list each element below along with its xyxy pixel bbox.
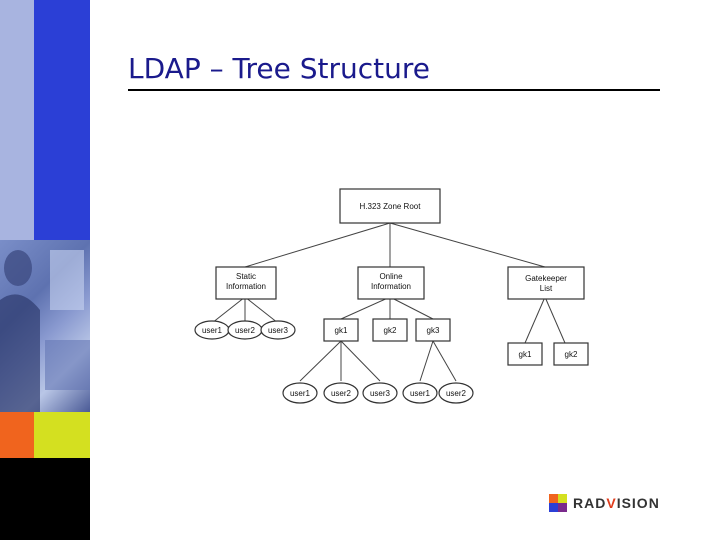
gk1-user-node: user2: [323, 382, 359, 404]
logo-text-part1: RAD: [573, 495, 607, 511]
static-information-label-line1: Static: [236, 272, 256, 281]
static-user-node: user1: [194, 320, 230, 340]
logo-text-accent: V: [606, 495, 617, 511]
strip-blue-block: [34, 0, 90, 240]
strip-black-block: [0, 458, 90, 540]
online-information-label-line1: Online: [379, 272, 403, 281]
radvision-logo-text: RADVISION: [573, 495, 660, 511]
gatekeeper-list-label-line2: List: [540, 284, 553, 293]
static-user-node: user2: [227, 320, 263, 340]
radvision-logo-mark-icon: [549, 494, 567, 512]
online-gk-label: gk2: [384, 326, 397, 335]
photo-person-silhouette-icon: [0, 250, 90, 412]
list-gk-node: gk2: [553, 342, 589, 366]
gk3-user-node: user1: [402, 382, 438, 404]
root-node: H.323 Zone Root: [339, 188, 441, 224]
left-decorative-strip: [0, 0, 90, 540]
logo-text-part3: ISION: [616, 495, 660, 511]
list-gk-node: gk1: [507, 342, 543, 366]
strip-photo-image: [0, 240, 90, 412]
gk1-user-label: user2: [331, 389, 352, 398]
radvision-logo: RADVISION: [549, 494, 660, 512]
gk1-user-label: user1: [290, 389, 311, 398]
root-node-label: H.323 Zone Root: [360, 202, 422, 211]
gatekeeper-list-node: Gatekeeper List: [507, 266, 585, 300]
static-user-label: user1: [202, 326, 223, 335]
gk1-user-node: user3: [362, 382, 398, 404]
gk1-user-node: user1: [282, 382, 318, 404]
static-user-label: user2: [235, 326, 256, 335]
strip-yellow-block: [34, 412, 90, 458]
online-information-node: Online Information: [357, 266, 425, 300]
list-gk-label: gk1: [519, 350, 532, 359]
page-title: LDAP – Tree Structure: [128, 52, 430, 85]
strip-light-blue-block: [0, 0, 34, 240]
title-underline: [128, 89, 660, 91]
tree-connectors: [211, 222, 566, 382]
static-information-label-line2: Information: [226, 282, 266, 291]
online-gk-node: gk3: [415, 318, 451, 342]
gk3-user-label: user2: [446, 389, 467, 398]
online-information-label-line2: Information: [371, 282, 411, 291]
gatekeeper-list-label-line1: Gatekeeper: [525, 274, 567, 283]
gk3-user-label: user1: [410, 389, 431, 398]
static-information-node: Static Information: [215, 266, 277, 300]
online-gk-node: gk1: [323, 318, 359, 342]
gk1-user-label: user3: [370, 389, 391, 398]
strip-orange-block: [0, 412, 34, 458]
ldap-tree-diagram: H.323 Zone Root Static Information Onlin…: [194, 188, 589, 404]
gk3-user-node: user2: [438, 382, 474, 404]
online-gk-label: gk3: [427, 326, 440, 335]
static-user-label: user3: [268, 326, 289, 335]
online-gk-node: gk2: [372, 318, 408, 342]
list-gk-label: gk2: [565, 350, 578, 359]
static-user-node: user3: [260, 320, 296, 340]
online-gk-label: gk1: [335, 326, 348, 335]
